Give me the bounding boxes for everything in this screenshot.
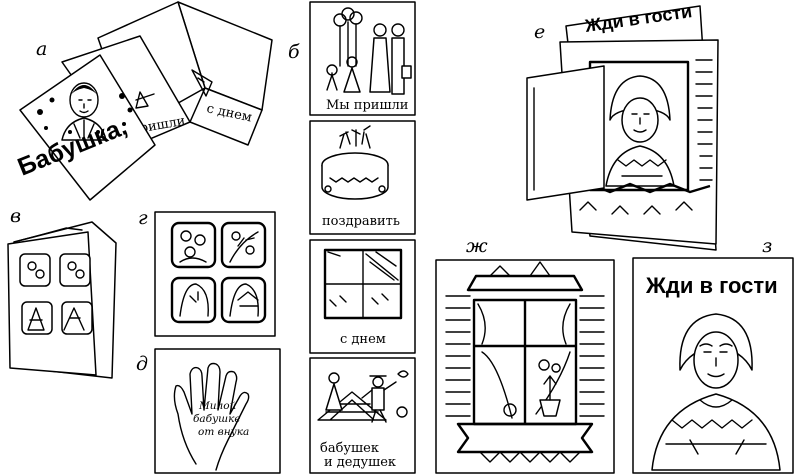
card-e: Жди в гости xyxy=(526,1,719,251)
card-g xyxy=(154,211,276,337)
card-a-front-panel: Бабушка, xyxy=(14,54,156,201)
card-a-flowers xyxy=(37,93,133,130)
strip-b: Мы пришли поздравить с днем xyxy=(309,1,416,474)
hand-text-1: Милой xyxy=(198,400,237,412)
strip-b-caption-4a: бабушек xyxy=(320,441,379,456)
card-a: с днем пришли Бабушка, xyxy=(14,1,273,201)
card-zh xyxy=(435,259,615,474)
label-b: б xyxy=(288,41,300,63)
card-zh-window xyxy=(456,261,594,463)
strip-b-frame-2: поздравить xyxy=(309,120,416,235)
strip-b-caption-2: поздравить xyxy=(322,214,400,229)
label-e: е xyxy=(534,21,545,43)
strip-b-caption-1: Мы пришли xyxy=(326,98,408,113)
card-z: Жди в гости xyxy=(632,257,794,474)
strip-b-caption-3: с днем xyxy=(340,332,386,347)
card-d: Милой бабушке от внука xyxy=(154,348,281,474)
label-v: в xyxy=(10,205,21,227)
card-e-door xyxy=(526,65,605,201)
label-g: г xyxy=(138,207,148,229)
card-a-portrait xyxy=(61,82,107,141)
strip-b-caption-4b: и дедушек xyxy=(324,455,396,470)
label-zh: ж xyxy=(466,235,488,257)
card-v-tiles xyxy=(19,253,93,335)
hand-text-2: бабушке xyxy=(193,413,241,425)
strip-b-frame-4: бабушек и дедушек xyxy=(309,357,416,474)
card-z-portrait xyxy=(651,313,781,471)
card-e-portrait xyxy=(605,75,675,187)
label-z: з xyxy=(762,235,772,257)
card-g-figures xyxy=(179,283,259,317)
label-a: а xyxy=(36,38,47,60)
card-z-title: Жди в гости xyxy=(645,273,778,298)
card-g-flowers xyxy=(179,230,259,263)
strip-b-frame-1: Мы пришли xyxy=(309,1,416,116)
card-v xyxy=(7,221,117,379)
hand-text-3: от внука xyxy=(198,426,249,438)
card-zh-lines xyxy=(445,295,605,417)
strip-b-frame-3: с днем xyxy=(309,239,416,354)
label-d: д xyxy=(136,353,148,375)
